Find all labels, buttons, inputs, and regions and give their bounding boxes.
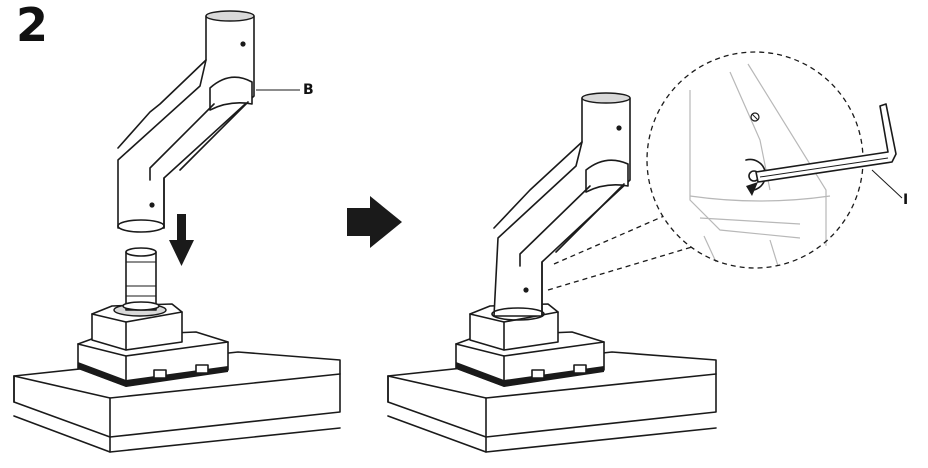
callout-line-i (871, 169, 903, 199)
base-left (77, 303, 229, 387)
arm-part-b-left (117, 10, 255, 233)
step-number: 2 (16, 0, 49, 52)
zoom-connector-lower (547, 243, 703, 291)
right-arrow-icon (347, 196, 402, 248)
callout-label-i: I (903, 192, 909, 208)
callout-label-b: B (303, 82, 314, 98)
arm-assembled-right (491, 92, 631, 321)
zoom-connector-upper (553, 215, 665, 265)
allen-key-icon (755, 103, 897, 183)
down-arrow-icon (169, 214, 194, 266)
post-left (122, 247, 160, 311)
